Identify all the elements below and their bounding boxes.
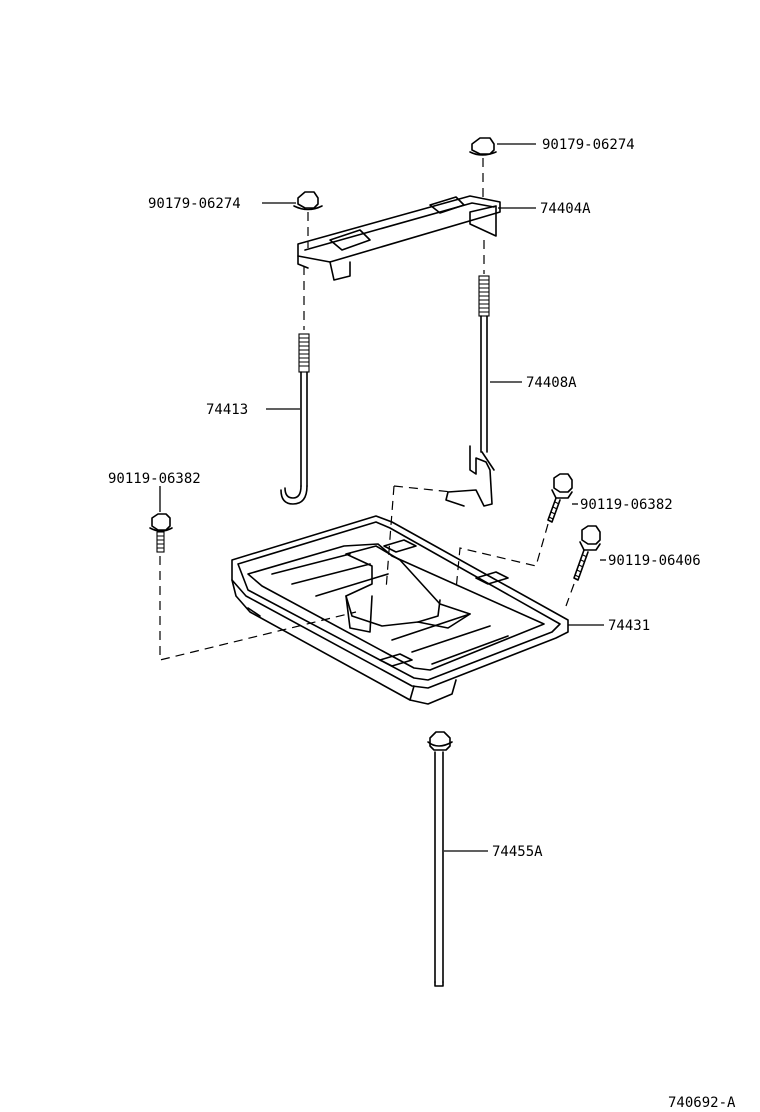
label-nut-top-left: 90179-06274 [148, 196, 241, 212]
label-rod-left: 74413 [206, 402, 248, 418]
bar-bottom [427, 731, 488, 987]
label-clamp: 74404A [540, 201, 591, 217]
label-tray: 74431 [608, 618, 650, 634]
battery-clamp [297, 195, 536, 281]
bolt-right-lower [573, 525, 606, 581]
bolt-left [149, 486, 173, 553]
nut-top-left [262, 191, 323, 211]
hold-down-rod-right [445, 275, 522, 507]
label-bolt-left: 90119-06382 [108, 471, 201, 487]
label-bar-bottom: 74455A [492, 844, 543, 860]
battery-tray [231, 515, 604, 705]
hold-down-rod-left [266, 333, 310, 505]
label-bolt-right-upper: 90119-06382 [580, 497, 673, 513]
diagram-code: 740692-A [668, 1095, 736, 1111]
nut-top-right [469, 137, 536, 156]
label-nut-top-right: 90179-06274 [542, 137, 635, 153]
label-bolt-right-lower: 90119-06406 [608, 553, 701, 569]
bolt-right-upper [547, 473, 578, 523]
label-rod-right: 74408A [526, 375, 577, 391]
